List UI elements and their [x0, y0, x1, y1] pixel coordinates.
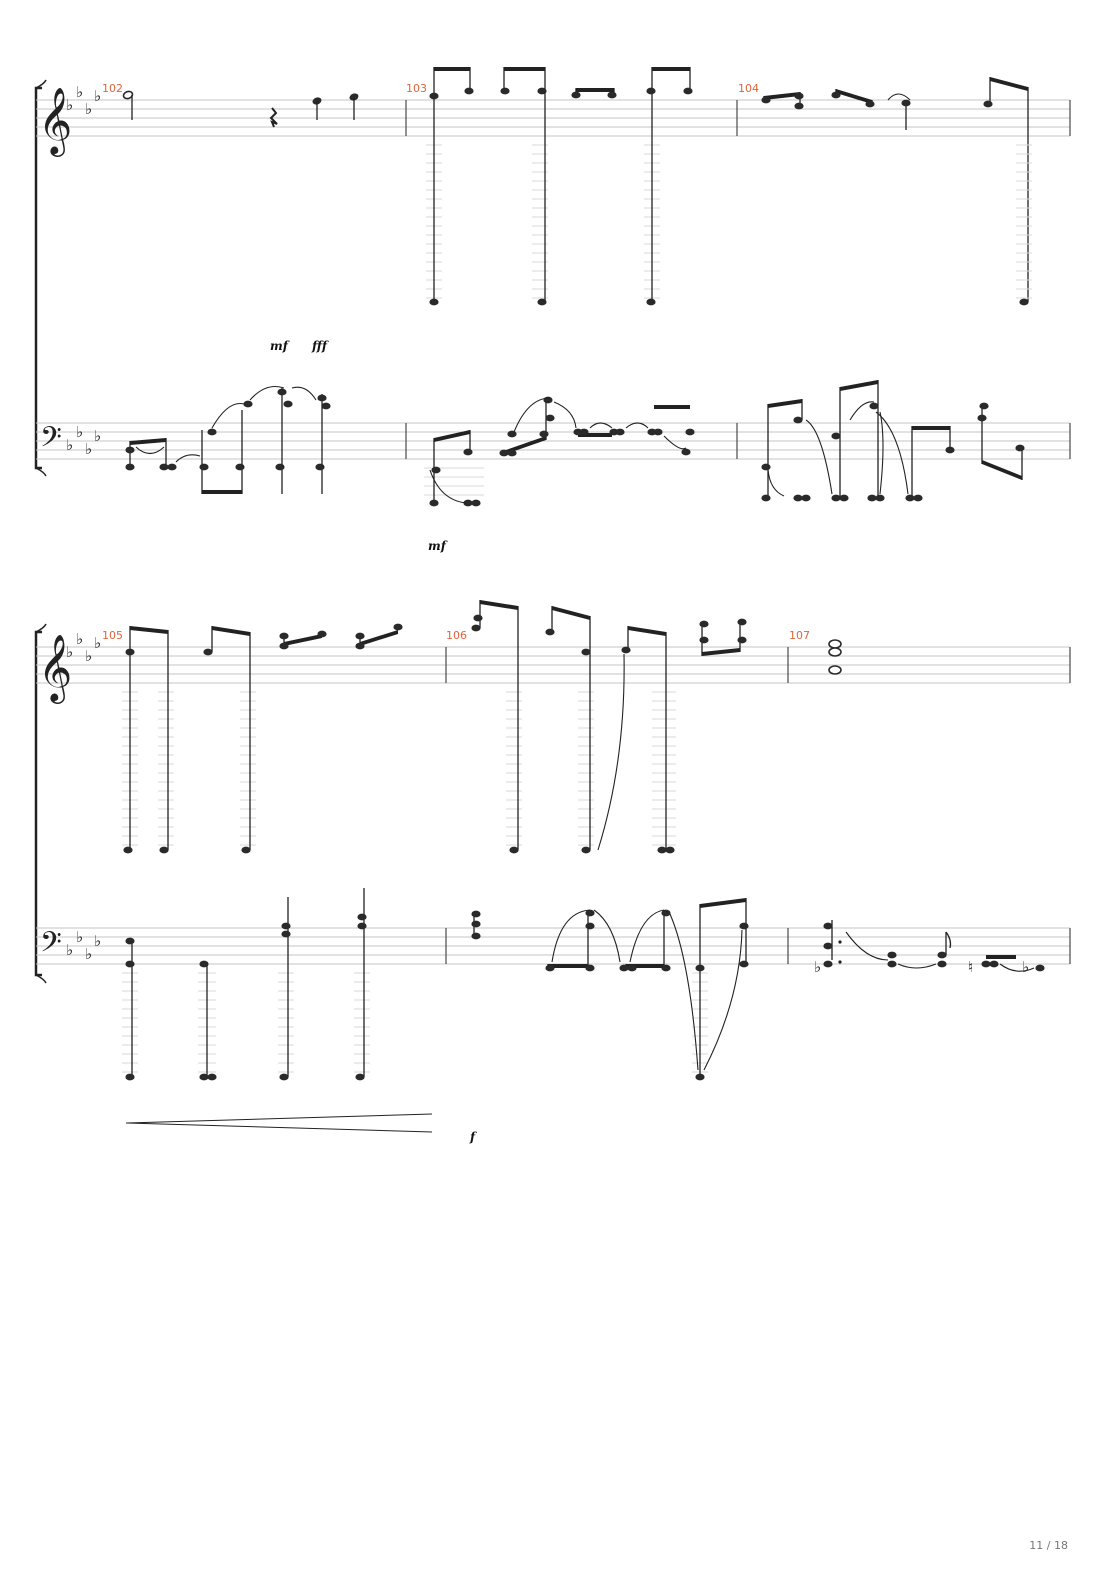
system-bracket	[34, 86, 42, 470]
svg-text:♭: ♭	[94, 87, 101, 105]
bass-clef-icon: 𝄢	[40, 421, 62, 461]
bass-notes-m104	[761, 380, 1025, 502]
measure-number: 102	[102, 82, 123, 95]
dynamic-marking: mf	[428, 539, 448, 553]
svg-text:♭: ♭	[76, 630, 83, 648]
system-1: 𝄞 𝄢 ♭ ♭ ♭ ♭ ♭ ♭ ♭ ♭ 102 103 104	[34, 67, 1071, 553]
dynamic-marking: mf	[270, 339, 290, 353]
svg-text:♭: ♭	[85, 100, 92, 118]
dynamic-marking: fff	[311, 339, 329, 353]
treble-staff	[36, 99, 1070, 137]
measure-number: 107	[789, 629, 810, 642]
svg-text:♭: ♭	[85, 647, 92, 665]
svg-text:♭: ♭	[66, 941, 73, 959]
treble-clef-icon: 𝄞	[38, 86, 72, 157]
bass-notes-m106	[471, 898, 749, 1081]
treble-notes-m106	[471, 600, 747, 854]
crescendo-hairpin	[125, 1113, 433, 1133]
svg-text:♭: ♭	[66, 96, 73, 114]
bass-staff	[36, 422, 1070, 460]
svg-text:♭: ♭	[85, 440, 92, 458]
svg-text:♭: ♭	[94, 634, 101, 652]
measure-number: 104	[738, 82, 759, 95]
svg-text:♭: ♭	[94, 427, 101, 445]
svg-text:♭: ♭	[76, 423, 83, 441]
system-2: 𝄞 𝄢 ♭ ♭ ♭ ♭ ♭ ♭ ♭ ♭ 105 106 107	[34, 600, 1071, 1144]
measure-number: 103	[406, 82, 427, 95]
key-signature-treble: ♭ ♭ ♭ ♭	[66, 630, 101, 665]
svg-text:♭: ♭	[76, 928, 83, 946]
svg-text:♭: ♭	[1022, 958, 1029, 976]
page-number: 11 / 18	[1029, 1539, 1068, 1552]
bass-notes-m107: ♭ ♮ ♭	[814, 920, 1045, 976]
svg-text:♭: ♭	[814, 958, 821, 976]
measure-number: 106	[446, 629, 467, 642]
treble-notes-m103	[426, 67, 693, 306]
treble-staff	[36, 646, 1070, 684]
svg-text:♭: ♭	[66, 643, 73, 661]
treble-notes-m105	[122, 623, 403, 854]
measure-number: 105	[102, 629, 123, 642]
bass-notes-m103	[424, 396, 695, 507]
treble-clef-icon: 𝄞	[38, 633, 72, 704]
svg-text:♮: ♮	[968, 958, 973, 976]
dynamic-marking: f	[469, 1130, 477, 1144]
treble-notes-m107	[828, 639, 842, 675]
bass-notes-m105	[122, 888, 370, 1081]
key-signature-treble: ♭ ♭ ♭ ♭	[66, 83, 101, 118]
svg-text:♭: ♭	[94, 932, 101, 950]
svg-text:♭: ♭	[76, 83, 83, 101]
key-signature-bass: ♭ ♭ ♭ ♭	[66, 423, 101, 458]
treble-notes-m102	[122, 90, 359, 128]
svg-text:♭: ♭	[85, 945, 92, 963]
bass-notes-m102	[125, 385, 331, 494]
key-signature-bass: ♭ ♭ ♭ ♭	[66, 928, 101, 963]
system-bracket	[34, 630, 42, 977]
svg-text:♭: ♭	[66, 436, 73, 454]
bass-clef-icon: 𝄢	[40, 926, 62, 966]
treble-notes-m104	[761, 77, 1032, 306]
